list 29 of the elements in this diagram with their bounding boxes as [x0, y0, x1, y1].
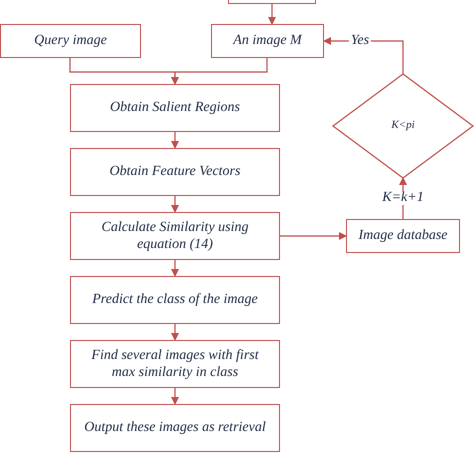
process-box	[70, 84, 280, 132]
node-text: Calculate Similarity using equation (14)	[100, 218, 250, 254]
process-box	[70, 340, 280, 388]
arrow	[268, 4, 276, 25]
arrow	[171, 58, 268, 85]
process-box	[346, 219, 460, 253]
arrow	[171, 132, 179, 149]
arrow	[323, 37, 404, 74]
node-text: Obtain Feature Vectors	[110, 163, 240, 181]
process-box	[70, 404, 280, 452]
node-text: K<pi	[391, 119, 415, 133]
node-text: Obtain Salient Regions	[110, 99, 240, 117]
arrow	[171, 260, 179, 277]
arrow	[171, 388, 179, 405]
node-text: Image database	[358, 227, 448, 245]
node-text: Predict the class of the image	[92, 291, 258, 309]
process-box	[70, 276, 280, 324]
arrow	[171, 196, 179, 213]
process-box	[70, 148, 280, 196]
process-box	[0, 24, 141, 58]
process-box	[211, 24, 324, 58]
node-text: An image M	[233, 32, 302, 50]
node-text: Query image	[34, 32, 107, 50]
arrow	[280, 232, 347, 240]
node-text: Find several images with first max similarity in class	[90, 346, 260, 382]
node-text: Output these images as retrieval	[84, 419, 266, 437]
decision-diamond	[332, 73, 474, 179]
arrow	[171, 324, 179, 341]
process-box	[70, 212, 280, 260]
